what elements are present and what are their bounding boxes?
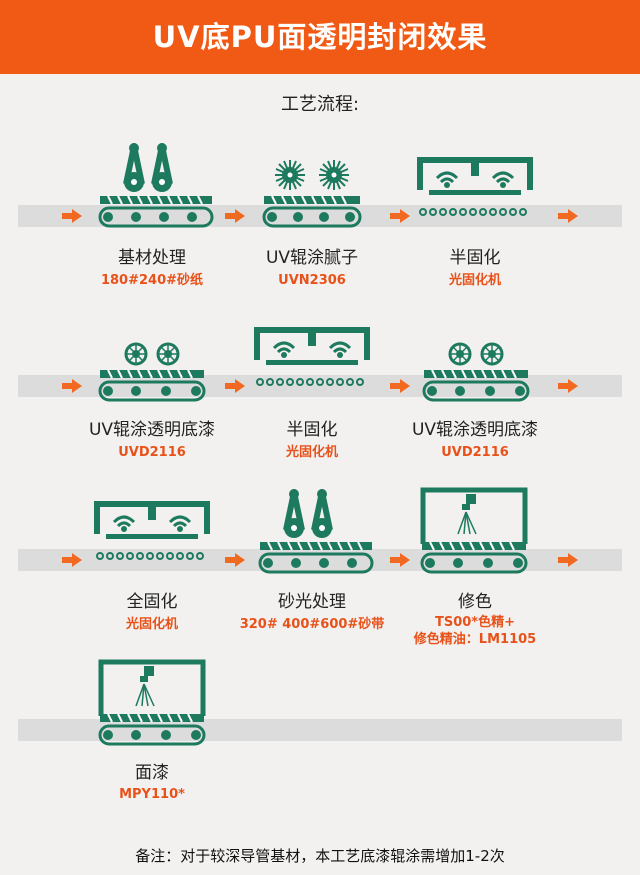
step-name: UV辊涂透明底漆 xyxy=(88,420,216,440)
page-title: UV底PU面透明封闭效果 xyxy=(152,20,488,54)
step-detail: 320# 400#600#砂带 xyxy=(239,617,385,632)
roller-coater-machine-icon xyxy=(422,342,530,402)
flow-title: 工艺流程: xyxy=(280,94,360,115)
roller-coater-machine-icon xyxy=(98,342,206,402)
step-detail: UVD2116 xyxy=(441,445,509,460)
step-name: 面漆 xyxy=(135,763,169,783)
footnote: 备注：对于较深导管基材，本工艺底漆辊涂需增加1-2次 xyxy=(135,847,505,865)
step-name: UV辊涂透明底漆 xyxy=(411,420,539,440)
spray-booth-machine-icon xyxy=(420,487,528,574)
step-name: 全固化 xyxy=(126,592,178,612)
step-detail: UVN2306 xyxy=(278,273,346,288)
uv-lamp-machine-icon xyxy=(94,501,210,560)
step-detail: 光固化机 xyxy=(285,445,338,460)
step-name: 半固化 xyxy=(449,248,501,268)
uv-lamp-machine-icon xyxy=(417,157,533,216)
step-detail: 光固化机 xyxy=(448,273,501,288)
step-detail: TS00*色精+ xyxy=(434,615,515,630)
step-name: 修色 xyxy=(458,592,492,612)
step-detail: 光固化机 xyxy=(125,617,178,632)
step-detail: MPY110* xyxy=(119,787,185,802)
spray-booth-machine-icon xyxy=(98,659,206,746)
step-name: 半固化 xyxy=(286,420,338,440)
header-banner: UV底PU面透明封闭效果 xyxy=(0,0,640,74)
step-detail-extra: 修色精油：LM1105 xyxy=(413,632,537,647)
step-name: 基材处理 xyxy=(118,248,186,268)
sanding-belt-machine-icon xyxy=(98,143,214,228)
uv-lamp-machine-icon xyxy=(254,327,370,386)
sanding-belt-machine-icon xyxy=(258,489,374,574)
step-name: UV辊涂腻子 xyxy=(265,248,359,268)
step-name: 砂光处理 xyxy=(278,592,346,612)
brush-roller-machine-icon xyxy=(262,160,362,228)
step-detail: UVD2116 xyxy=(118,445,186,460)
step-detail: 180#240#砂纸 xyxy=(100,273,204,288)
